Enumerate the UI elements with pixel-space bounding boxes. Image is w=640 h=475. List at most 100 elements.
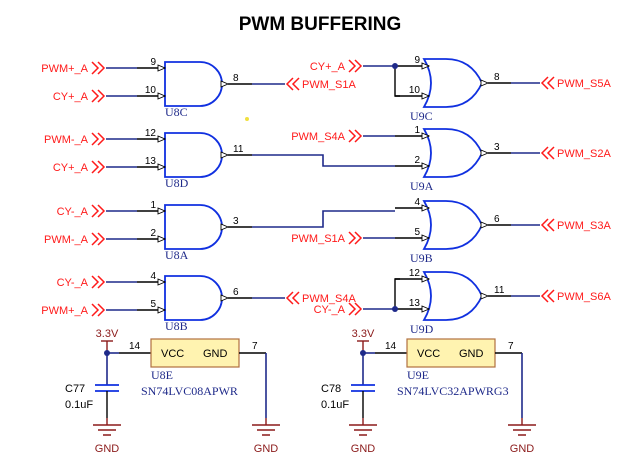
- net-label: PWM_S1A: [291, 233, 345, 245]
- wire-u8a-to-u9b: [252, 210, 395, 228]
- and-gate-symbol: [164, 204, 223, 250]
- net-label: CY+_A: [53, 91, 89, 103]
- ground-label: GND: [95, 443, 120, 455]
- pin-arrow-icon: [157, 306, 167, 314]
- pin-number: 3: [494, 142, 500, 153]
- net-label: CY+_A: [53, 162, 89, 174]
- pin-number: 5: [150, 299, 156, 310]
- part-number: SN74LVC08APWR: [141, 384, 238, 398]
- or-gate-symbol: [422, 200, 483, 250]
- net-label: CY-_A: [314, 304, 346, 316]
- net-label: PWM-_A: [44, 234, 89, 246]
- port-in-icon: [91, 160, 106, 174]
- pin-arrow-icon: [480, 79, 490, 87]
- pin-number: 14: [385, 341, 397, 352]
- net-label: PWM+_A: [41, 305, 88, 317]
- net-label: PWM_S6A: [557, 291, 611, 303]
- power-label: 3.3V: [352, 328, 375, 340]
- port-in-icon: [91, 204, 106, 218]
- gnd-label: GND: [203, 348, 228, 360]
- pin-arrow-icon: [157, 135, 167, 143]
- net-label: CY-_A: [57, 206, 89, 218]
- cap-value: 0.1uF: [321, 399, 349, 411]
- pin-arrow-icon: [220, 151, 230, 159]
- ic-power-box: [406, 338, 496, 368]
- ref-designator: U9B: [410, 251, 433, 265]
- cap-value: 0.1uF: [65, 399, 93, 411]
- and-gate-symbol: [164, 132, 223, 178]
- net-label: PWM_S1A: [302, 79, 356, 91]
- net-label: CY+_A: [310, 61, 346, 73]
- wire-u8d-to-u9a: [252, 154, 395, 167]
- port-out-icon: [285, 291, 300, 305]
- ground-label: GND: [254, 443, 279, 455]
- pin-arrow-icon: [480, 292, 490, 300]
- pin-number: 2: [414, 155, 420, 166]
- net-label: PWM_S4A: [302, 293, 356, 305]
- pin-arrow-icon: [220, 294, 230, 302]
- port-out-icon: [540, 218, 555, 232]
- ground-label: GND: [510, 443, 535, 455]
- pin-number: 5: [414, 227, 420, 238]
- port-in-icon: [91, 61, 106, 75]
- gnd-label: GND: [459, 348, 484, 360]
- pin-arrow-icon: [421, 132, 431, 140]
- ic-power-box: [150, 338, 240, 368]
- ground-icon: [349, 418, 377, 436]
- pin-arrow-icon: [220, 80, 230, 88]
- pin-arrow-icon: [421, 204, 431, 212]
- cap-ref: C77: [65, 383, 85, 395]
- pin-arrow-icon: [421, 162, 431, 170]
- ref-designator: U9A: [410, 179, 434, 193]
- pin-arrow-icon: [157, 207, 167, 215]
- pin-number: 4: [150, 271, 156, 282]
- pin-number: 8: [494, 72, 500, 83]
- pin-arrow-icon: [157, 235, 167, 243]
- pin-number: 13: [145, 156, 157, 167]
- ref-designator: U9D: [410, 322, 434, 336]
- and-gate-symbol: [164, 61, 223, 107]
- pin-line: [394, 66, 400, 97]
- net-label: PWM+_A: [41, 63, 88, 75]
- net-label: PWM_S3A: [557, 220, 611, 232]
- junction-dot: [392, 306, 398, 312]
- pin-number: 9: [414, 55, 420, 66]
- port-in-icon: [348, 59, 363, 73]
- pin-number: 9: [150, 57, 156, 68]
- pin-number: 12: [409, 268, 421, 279]
- ref-designator: U8E: [151, 368, 173, 382]
- pin-number: 7: [508, 341, 514, 352]
- pin-arrow-icon: [157, 278, 167, 286]
- port-in-icon: [91, 132, 106, 146]
- ground-icon: [93, 418, 121, 436]
- ref-designator: U9C: [410, 109, 433, 123]
- and-gate-symbol: [164, 275, 223, 321]
- net-label: PWM_S2A: [557, 148, 611, 160]
- or-gate-symbol: [422, 128, 483, 178]
- pin-arrow-icon: [421, 92, 431, 100]
- pin-arrow-icon: [421, 275, 431, 283]
- pin-number: 2: [150, 228, 156, 239]
- port-in-icon: [91, 303, 106, 317]
- net-label: CY-_A: [57, 277, 89, 289]
- junction-dot: [392, 63, 398, 69]
- port-in-icon: [348, 231, 363, 245]
- pin-number: 11: [494, 285, 505, 296]
- pin-number: 7: [252, 341, 258, 352]
- pin-number: 6: [494, 214, 500, 225]
- vcc-label: VCC: [417, 348, 440, 360]
- ref-designator: U8B: [165, 319, 188, 333]
- pin-arrow-icon: [421, 62, 431, 70]
- page-title: PWM BUFFERING: [239, 14, 402, 35]
- part-number: SN74LVC32APWRG3: [397, 384, 509, 398]
- pin-number: 1: [150, 200, 156, 211]
